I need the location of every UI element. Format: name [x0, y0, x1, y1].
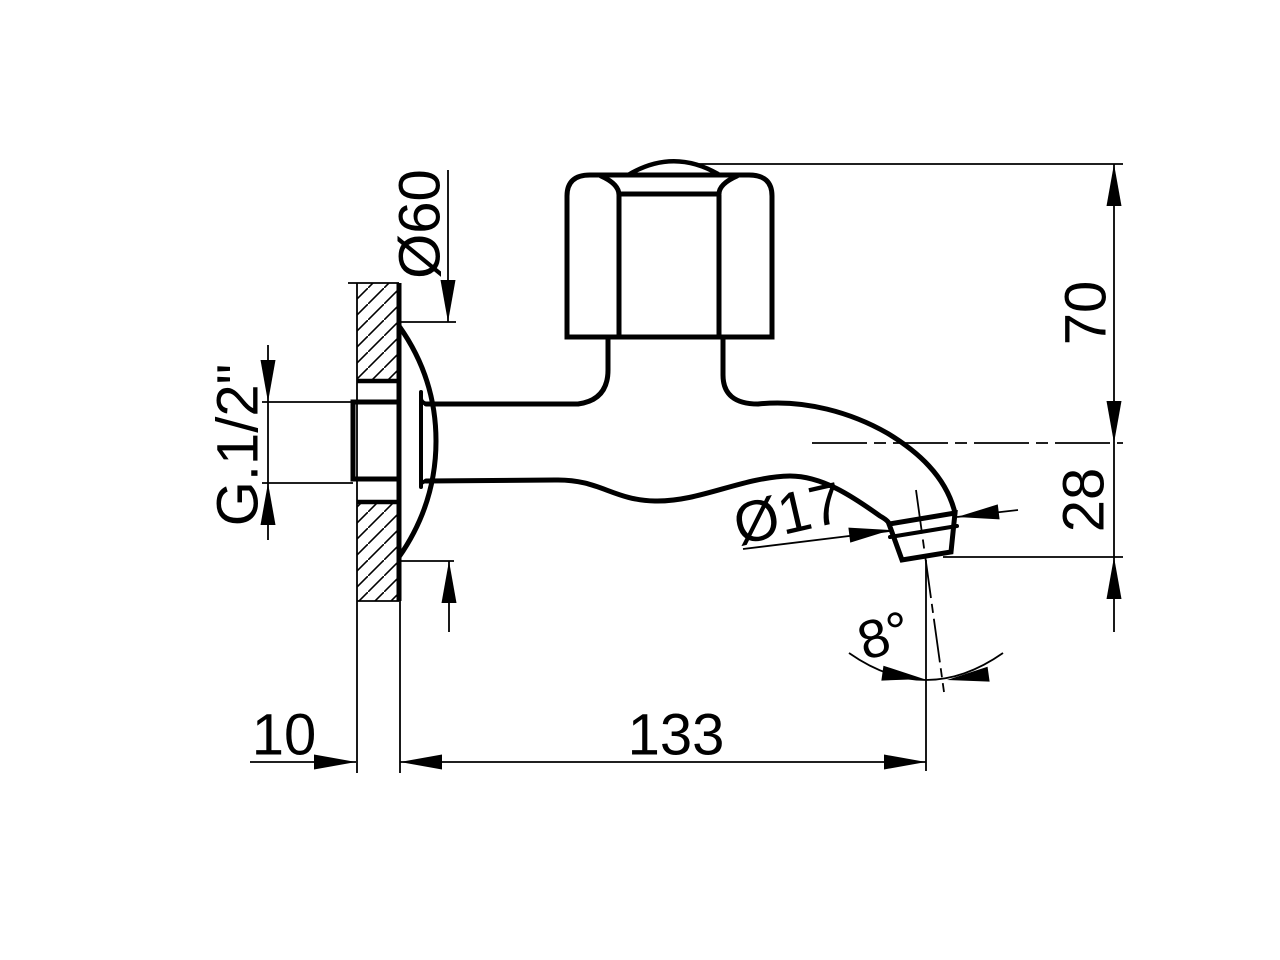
label-drop-28: 28 [1051, 468, 1116, 533]
faucet-outline [350, 159, 959, 563]
dimension-lines [250, 163, 1123, 771]
neck-left [575, 334, 611, 407]
label-height-70: 70 [1053, 281, 1118, 346]
handle-hex-facets [598, 173, 740, 340]
handle-cap-outline [564, 172, 775, 340]
flange-outer-profile [396, 323, 439, 560]
spout-nozzle [885, 509, 958, 563]
spout-outer-curve [755, 400, 958, 516]
dimension-labels: Ø60 G.1/2" 70 28 Ø17 8° 10 133 [205, 169, 1118, 767]
nozzle-aerator-ring [888, 524, 959, 539]
center-lines [812, 442, 1123, 693]
label-wall-depth-10: 10 [252, 702, 317, 767]
body-bottom-s-curve [423, 473, 892, 527]
wall-section [348, 282, 402, 773]
wall-hatch-upper [357, 283, 399, 381]
wall-hatch-lower [357, 502, 399, 601]
handle-dome-top [625, 159, 721, 178]
label-inlet-thread: G.1/2" [205, 364, 270, 526]
label-reach-133: 133 [628, 702, 725, 767]
label-flange-diameter: Ø60 [387, 169, 452, 279]
neck-right [720, 334, 761, 407]
dim8-arc [848, 652, 1004, 681]
outlet-tilted-axis [915, 489, 945, 693]
inlet-thread-stub [350, 399, 402, 482]
